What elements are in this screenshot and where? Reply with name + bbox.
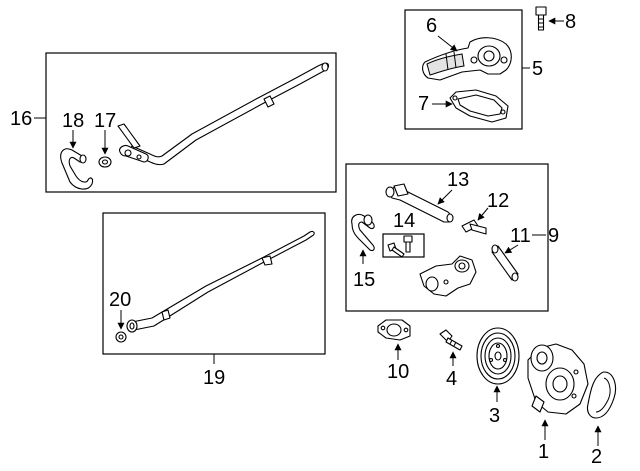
bolt-14: [387, 235, 413, 258]
callout-1: 1: [538, 441, 549, 463]
pipe-17-bracket: [117, 123, 141, 149]
union-12: [461, 219, 487, 235]
hose-15: [351, 213, 375, 252]
callout-2: 2: [591, 446, 602, 468]
bolt-8: [535, 6, 547, 31]
callout-18: 18: [62, 110, 84, 132]
washer-17: [98, 156, 112, 168]
thermostat-housing: [422, 37, 512, 81]
group-box-upper-pipe: [45, 52, 337, 193]
callout-13: 13: [447, 169, 469, 191]
callout-17: 17: [94, 110, 116, 132]
leader-6: [437, 35, 458, 52]
group-box-thermostat: [404, 9, 523, 130]
hose-11: [491, 244, 519, 282]
upper-bypass-pipe: [119, 62, 330, 166]
group-box-outlet-hoses: [345, 163, 549, 312]
thermostat-gasket: [449, 89, 509, 123]
water-outlet: [419, 255, 477, 297]
gasket-2: [586, 371, 617, 419]
callout-14: 14: [393, 210, 415, 232]
callout-19: 19: [203, 367, 225, 389]
pulley-3: [476, 327, 520, 385]
water-pump-1: [527, 343, 589, 415]
callout-4: 4: [446, 368, 457, 390]
callout-5: 5: [532, 58, 543, 80]
bolt-14-box: [382, 233, 425, 258]
leader-12: [477, 207, 489, 221]
bypass-tube-13: [385, 183, 454, 223]
callout-12: 12: [487, 190, 509, 212]
callout-15: 15: [353, 269, 375, 291]
bolt-4: [439, 329, 463, 351]
callout-20: 20: [109, 289, 131, 311]
callout-8: 8: [565, 11, 576, 33]
callout-16: 16: [10, 108, 32, 130]
callout-3: 3: [489, 405, 500, 427]
leader-13: [437, 189, 453, 205]
callout-6: 6: [426, 15, 437, 37]
callout-10: 10: [387, 361, 409, 383]
washer-20: [115, 331, 127, 343]
callout-7: 7: [418, 93, 429, 115]
callout-11: 11: [510, 225, 531, 247]
leader-11: [504, 244, 519, 254]
lower-bypass-pipe: [126, 230, 315, 333]
gasket-10: [377, 319, 411, 341]
callout-9: 9: [548, 225, 559, 247]
hose-18: [60, 148, 94, 190]
